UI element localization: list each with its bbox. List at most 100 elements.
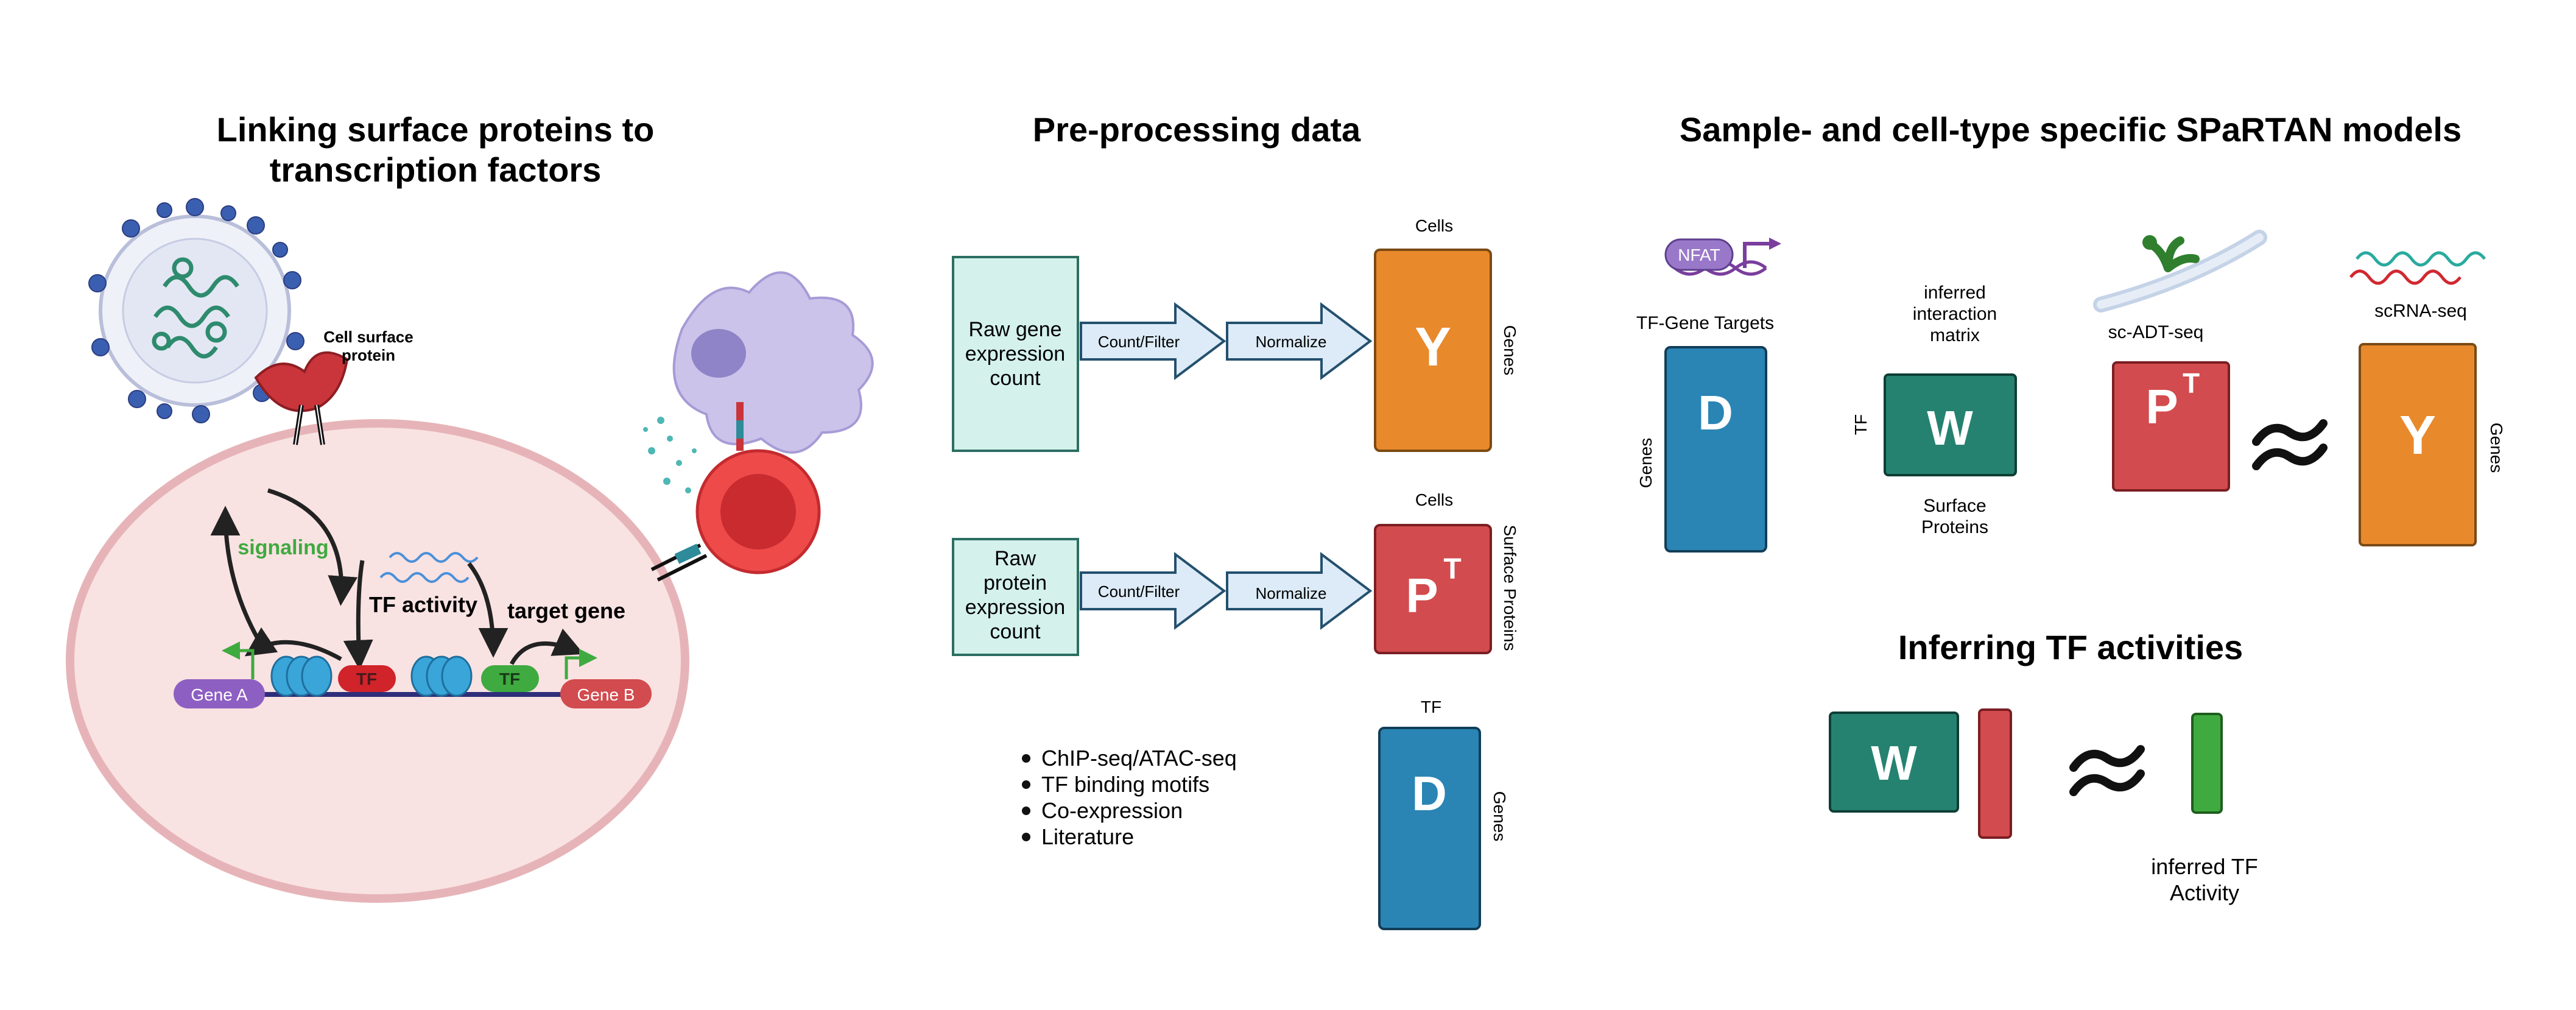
panel1-title-line1: Linking surface proteins to xyxy=(217,110,655,149)
count-filter-arrow-1 xyxy=(1080,302,1226,380)
surface-proteins-line2: Proteins xyxy=(1921,517,1988,537)
inferred-tf-line2: Activity xyxy=(2170,880,2239,905)
signaling-label: signaling xyxy=(238,536,328,559)
raw-protein-line2: protein xyxy=(984,571,1047,595)
tf-activity-arrow-right xyxy=(467,562,509,658)
model-y-side-label: Genes xyxy=(2487,423,2506,473)
model-w-side-label: TF xyxy=(1851,414,1870,435)
cell-surface-label-line1: Cell surface xyxy=(323,328,413,346)
d-matrix xyxy=(1378,727,1481,930)
virus-icon xyxy=(88,198,304,423)
normalize-arrow-2 xyxy=(1226,552,1373,630)
panel1-title-line2: transcription factors xyxy=(270,150,602,189)
raw-gene-line2: expression xyxy=(965,342,1065,366)
raw-protein-line1: Raw xyxy=(994,547,1036,570)
raw-gene-line1: Raw gene xyxy=(968,318,1061,341)
bullet-item: ChIP-seq/ATAC-seq xyxy=(1041,746,1237,771)
gene-b-badge xyxy=(560,679,652,708)
panel-spartan-models: Sample- and cell-type specific SPaRTAN m… xyxy=(1636,110,2506,905)
sc-adt-label: sc-ADT-seq xyxy=(2108,322,2204,342)
infer-red-vector xyxy=(1978,708,2012,839)
infer-w-matrix xyxy=(1829,712,1959,813)
model-d-matrix xyxy=(1664,346,1767,553)
gene-a-badge xyxy=(174,679,265,708)
gene-b-promoter-arrow xyxy=(565,649,597,679)
model-y-matrix xyxy=(2359,343,2477,546)
normalize-label-1: Normalize xyxy=(1255,333,1326,351)
gene-a-label: Gene A xyxy=(191,685,248,704)
tf-activity-wave-icon xyxy=(379,552,479,583)
p-matrix-side-label: Surface Proteins xyxy=(1501,525,1519,651)
p-matrix-superscript: T xyxy=(1443,553,1461,585)
p-matrix-letter: P xyxy=(1406,568,1438,623)
scrna-wave-icon xyxy=(2349,251,2486,285)
model-w-matrix xyxy=(1884,373,2017,476)
tf-gene-targets-label: TF-Gene Targets xyxy=(1636,313,1774,333)
panel3-title: Sample- and cell-type specific SPaRTAN m… xyxy=(1680,110,2462,149)
raw-protein-box xyxy=(952,538,1079,656)
tf-green-badge xyxy=(481,665,539,692)
signaling-arrow-right xyxy=(267,488,358,606)
bullet-item: Literature xyxy=(1041,824,1134,849)
raw-protein-line3: expression xyxy=(965,596,1065,619)
target-gene-arrow xyxy=(509,628,584,665)
panel2-title: Pre-processing data xyxy=(1033,110,1361,149)
nfat-dna-icon xyxy=(1664,238,1781,276)
gene-a-repression-arrow xyxy=(244,627,342,662)
raw-protein-line4: count xyxy=(990,620,1041,643)
surface-receptor-icon xyxy=(254,351,349,445)
y-matrix-top-label: Cells xyxy=(1415,216,1453,235)
nucleosome-left-icon xyxy=(270,655,333,697)
model-d-letter: D xyxy=(1698,386,1733,440)
inferring-title: Inferring TF activities xyxy=(1898,628,2243,666)
infer-w-letter: W xyxy=(1871,736,1917,790)
cell-body xyxy=(66,419,689,903)
t-cell-icon xyxy=(650,449,821,582)
inferred-label-line1: inferred xyxy=(1924,283,1986,303)
count-filter-label-2: Count/Filter xyxy=(1098,582,1180,601)
inferred-label-line2: interaction xyxy=(1913,304,1997,324)
p-matrix-top-label: Cells xyxy=(1415,490,1453,509)
normalize-arrow-1 xyxy=(1226,302,1373,380)
tf-activity-label: TF activity xyxy=(369,592,477,617)
approx-symbol-icon xyxy=(2252,419,2328,470)
d-matrix-letter: D xyxy=(1412,766,1447,821)
model-p-superscript: T xyxy=(2183,367,2200,399)
surface-proteins-line1: Surface xyxy=(1923,496,1986,516)
sc-adt-antibody-icon xyxy=(2093,230,2267,313)
tf-red-label: TF xyxy=(356,669,377,688)
d-matrix-side-label: Genes xyxy=(1490,791,1509,842)
prior-knowledge-list: ChIP-seq/ATAC-seq TF binding motifs Co-e… xyxy=(1022,746,1237,849)
gene-a-promoter-arrow xyxy=(222,641,255,679)
y-matrix-letter: Y xyxy=(1415,317,1451,378)
nfat-label: NFAT xyxy=(1678,245,1720,264)
target-gene-label: target gene xyxy=(507,598,625,623)
normalize-label-2: Normalize xyxy=(1255,584,1326,602)
count-filter-arrow-2 xyxy=(1080,552,1226,630)
y-matrix-side-label: Genes xyxy=(1501,325,1519,376)
gene-b-label: Gene B xyxy=(577,685,635,704)
y-matrix xyxy=(1374,249,1492,452)
tf-activity-arrow-down xyxy=(343,560,373,670)
panel-preprocessing: Pre-processing data Raw gene expression … xyxy=(952,110,1519,930)
scrna-label: scRNA-seq xyxy=(2374,301,2467,321)
approx-symbol-2-icon xyxy=(2069,745,2145,796)
nucleosome-right-icon xyxy=(410,655,473,697)
tf-red-badge xyxy=(338,665,396,692)
dendritic-cell-icon xyxy=(643,271,874,493)
model-w-letter: W xyxy=(1927,401,1973,455)
infer-green-vector xyxy=(2191,713,2223,814)
count-filter-label-1: Count/Filter xyxy=(1098,333,1180,351)
bullet-item: Co-expression xyxy=(1041,798,1183,823)
model-p-letter: P xyxy=(2145,380,2178,434)
inferred-tf-line1: inferred TF xyxy=(2151,854,2258,879)
inferred-label-line3: matrix xyxy=(1930,325,1980,345)
panel-linking: Linking surface proteins to transcriptio… xyxy=(66,110,874,903)
model-p-matrix xyxy=(2112,361,2230,492)
raw-gene-box xyxy=(952,256,1079,452)
tf-green-label: TF xyxy=(499,669,520,688)
model-y-letter: Y xyxy=(2399,405,2436,466)
raw-gene-line3: count xyxy=(990,367,1041,390)
p-matrix xyxy=(1374,524,1492,654)
